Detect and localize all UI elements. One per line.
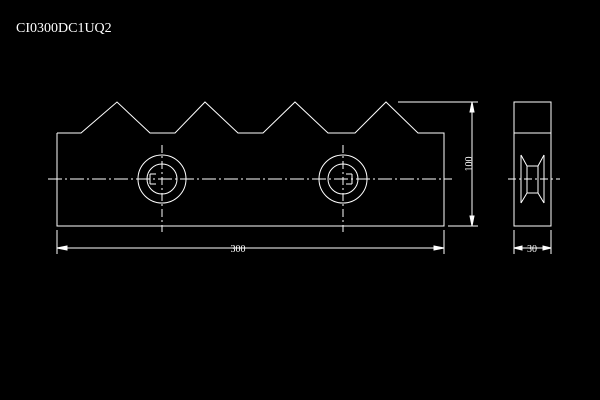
height-dimension-label: 100 xyxy=(464,157,475,172)
width-dimension-label: 300 xyxy=(231,244,246,255)
side-view xyxy=(508,101,560,254)
thickness-dimension xyxy=(513,230,552,254)
height-dimension xyxy=(398,101,478,227)
side-view-body xyxy=(513,101,552,227)
thickness-dimension-label: 30 xyxy=(527,244,537,255)
blade-outline xyxy=(56,101,445,227)
mounting-hole-left xyxy=(137,145,187,232)
front-view xyxy=(48,101,478,254)
mounting-hole-right xyxy=(318,145,368,232)
drawing-title: CI0300DC1UQ2 xyxy=(16,21,112,36)
width-dimension xyxy=(56,230,445,254)
